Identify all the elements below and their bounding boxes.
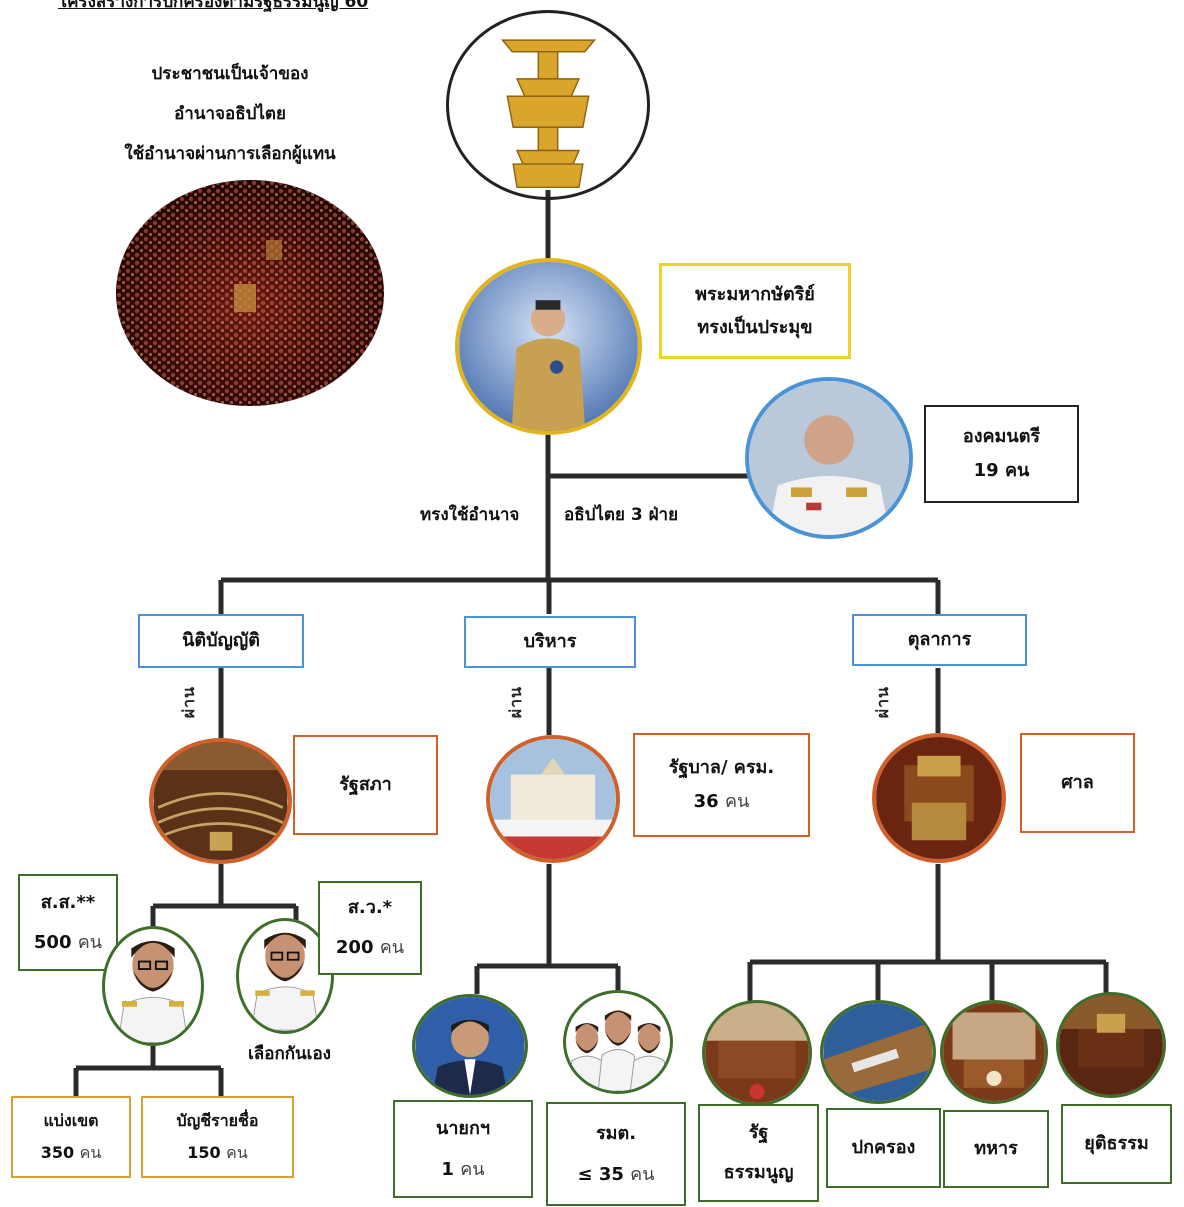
king-box: พระมหากษัตริย์ ทรงเป็นประมุข <box>659 263 851 359</box>
power-label-left: ทรงใช้อำนาจ <box>420 505 520 525</box>
military-court-photo <box>940 1000 1048 1104</box>
through-label-legislative: ผ่าน <box>179 686 198 719</box>
constitutional-court-box: รัฐ ธรรมนูญ <box>698 1104 819 1202</box>
government-house-photo <box>486 735 620 863</box>
party-list-box: บัญชีรายชื่อ 150 คน <box>141 1096 294 1178</box>
branch-judicial: ตุลาการ <box>852 614 1027 666</box>
justice-court-box: ยุติธรรม <box>1061 1104 1172 1184</box>
power-label-right: อธิปไตย 3 ฝ่าย <box>564 505 679 525</box>
people-line-3: ใช้อำนาจผ่านการเลือกผู้แทน <box>124 144 336 164</box>
constitution-pedestal-image <box>446 10 650 200</box>
king-line-2: ทรงเป็นประมุข <box>697 317 813 338</box>
prime-minister-photo <box>412 994 528 1098</box>
military-court-box: ทหาร <box>943 1110 1049 1188</box>
king-photo <box>455 258 642 435</box>
privy-council-photo <box>745 377 913 539</box>
mp-figure-icon <box>102 926 204 1046</box>
branch-legislative: นิติบัญญัติ <box>138 614 304 668</box>
king-line-1: พระมหากษัตริย์ <box>695 283 815 305</box>
constitutional-court-photo <box>702 1000 812 1106</box>
people-line-2: อำนาจอธิปไตย <box>174 104 286 124</box>
crowd-photo <box>116 180 384 406</box>
parliament-box: รัฐสภา <box>293 735 438 835</box>
senator-note: เลือกกันเอง <box>248 1044 331 1064</box>
through-label-executive: ผ่าน <box>506 686 525 719</box>
government-count: 36 คน <box>693 791 750 812</box>
through-label-judicial: ผ่าน <box>873 686 892 719</box>
administrative-court-photo <box>820 1000 936 1104</box>
people-caption: ประชาชนเป็นเจ้าของ อำนาจอธิปไตย ใช้อำนาจ… <box>80 54 380 174</box>
administrative-court-box: ปกครอง <box>826 1108 941 1188</box>
constituency-box: แบ่งเขต 350 คน <box>11 1096 131 1178</box>
ministers-box: รมต. ≤ 35 คน <box>546 1102 686 1206</box>
mp-box: ส.ส.** 500 คน <box>18 874 118 971</box>
parliament-photo <box>149 738 292 864</box>
senator-figure-icon <box>236 918 334 1034</box>
justice-court-photo <box>1056 992 1166 1098</box>
privy-council-box: องคมนตรี 19 คน <box>924 405 1079 503</box>
privy-council-title: องคมนตรี <box>962 425 1041 447</box>
branch-executive: บริหาร <box>464 616 636 668</box>
court-box: ศาล <box>1020 733 1135 833</box>
ministers-figure-icon <box>563 990 673 1094</box>
court-photo <box>872 733 1006 863</box>
government-box: รัฐบาล/ ครม. 36 คน <box>633 733 810 837</box>
privy-council-count: 19 คน <box>973 460 1030 481</box>
senator-box: ส.ว.* 200 คน <box>318 881 422 975</box>
prime-minister-box: นายกฯ 1 คน <box>393 1100 533 1198</box>
people-line-1: ประชาชนเป็นเจ้าของ <box>151 64 309 84</box>
page-title: โครงสร้างการปกครองตามรัฐธรรมนูญ 60 <box>58 0 369 12</box>
